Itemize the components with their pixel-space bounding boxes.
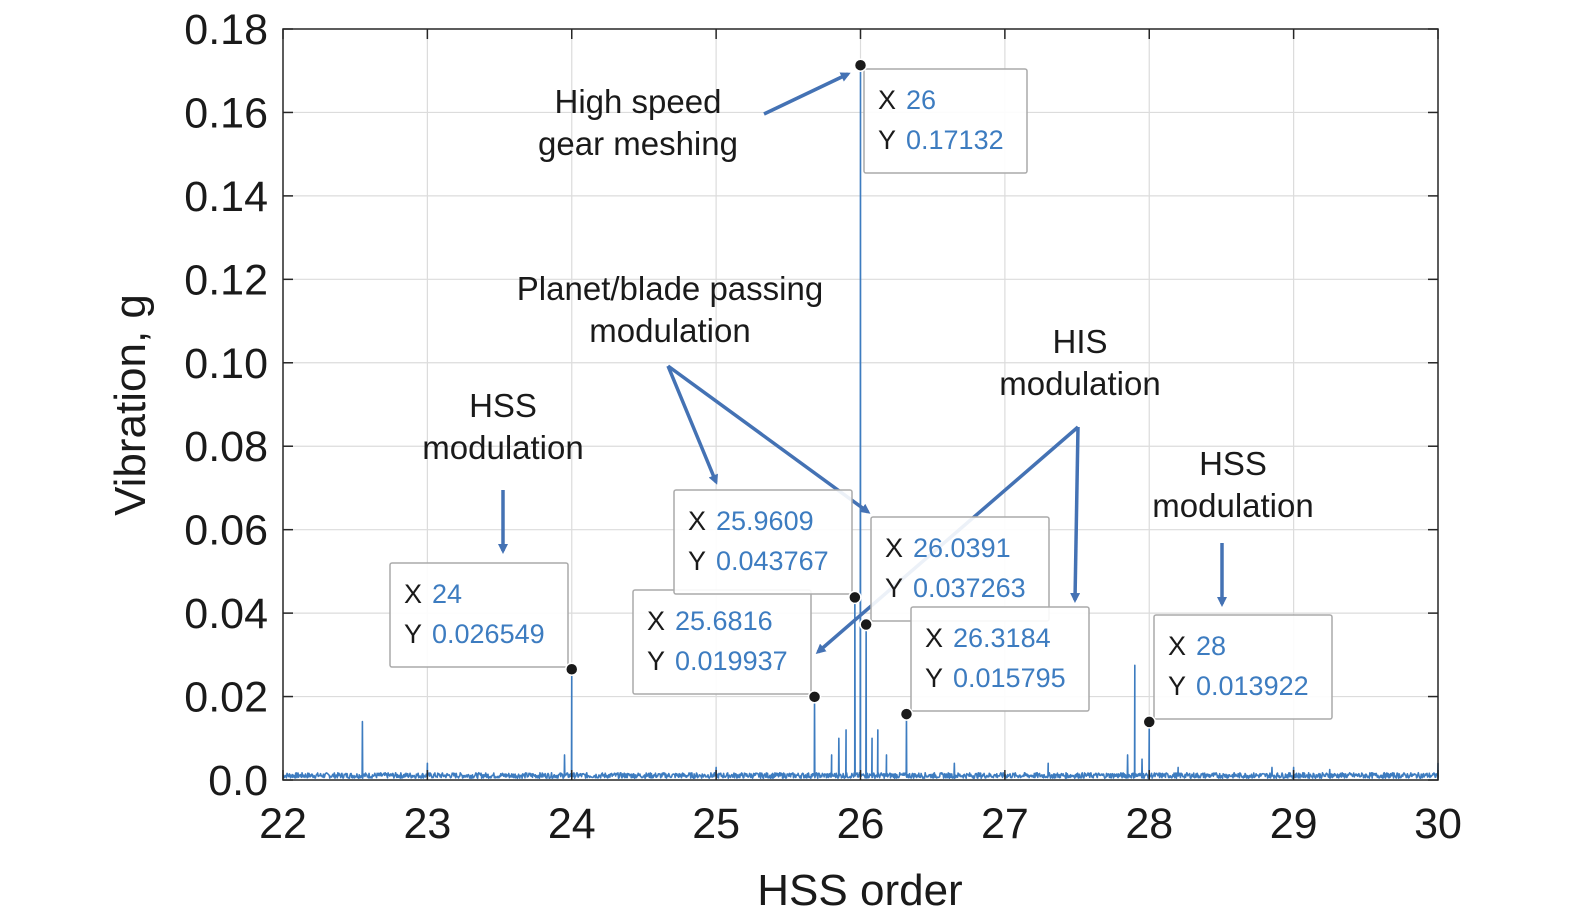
datatip-y-key: Y	[885, 573, 903, 603]
y-tick-label: 0.10	[184, 340, 268, 388]
annotation-label: Planet/blade passing	[517, 270, 823, 307]
datatip-x-value: 25.6816	[675, 606, 773, 636]
x-tick-label: 25	[692, 800, 740, 848]
annotation-label: High speed	[555, 83, 722, 120]
datatip-marker	[848, 590, 862, 605]
datatip-marker	[853, 58, 868, 72]
datatip-y-key: Y	[1168, 671, 1186, 701]
datatip-y-value: 0.043767	[716, 546, 829, 576]
datatip-x-value: 26.3184	[953, 623, 1051, 653]
datatip-y-value: 0.015795	[953, 663, 1066, 693]
datatip-x-value: 26	[906, 85, 936, 115]
annotation-label: HSS	[1199, 445, 1267, 482]
annotation-label: modulation	[589, 312, 750, 349]
y-tick-label: 0.06	[184, 507, 268, 555]
datatip-x-key: X	[885, 533, 903, 563]
annotation-label: HSS	[469, 387, 537, 424]
annotation-label: HIS	[1052, 323, 1107, 360]
y-tick-label: 0.0	[208, 757, 268, 805]
datatip-x-key: X	[688, 506, 706, 536]
x-tick-label: 22	[259, 800, 307, 848]
datatip-marker	[899, 707, 914, 721]
y-tick-label: 0.02	[184, 674, 268, 722]
datatip-x-key: X	[878, 85, 896, 115]
x-axis-title: HSS order	[757, 866, 962, 915]
y-tick-label: 0.18	[184, 6, 268, 54]
annotation-arrow	[763, 72, 851, 116]
datatip-y-key: Y	[878, 125, 896, 155]
datatip-y-value: 0.037263	[913, 573, 1026, 603]
axis-ticks: 22 23 24 25 26 27 28 29 30 0.0 0.02 0.04 0.06 0.08 0.1…	[184, 6, 1462, 848]
datatip-x-key: X	[1168, 631, 1186, 661]
annotation-arrow	[666, 364, 871, 514]
x-tick-label: 27	[981, 800, 1029, 848]
x-tick-label: 26	[837, 800, 885, 848]
datatip-marker	[807, 690, 822, 704]
datatip-y-value: 0.026549	[432, 619, 545, 649]
datatip-x-value: 24	[432, 579, 462, 609]
datatip-y-key: Y	[688, 546, 706, 576]
datatip-box	[863, 68, 1028, 174]
annotation-label: modulation	[1152, 487, 1313, 524]
annotation-arrow	[666, 365, 718, 485]
datatip-x-key: X	[925, 623, 943, 653]
y-tick-label: 0.16	[184, 89, 268, 137]
datatip-x-value: 26.0391	[913, 533, 1011, 563]
datatip-y-key: Y	[647, 646, 665, 676]
datatip-box	[910, 606, 1090, 712]
datatip-x-value: 25.9609	[716, 506, 814, 536]
datatip-y-key: Y	[404, 619, 422, 649]
annotation-label: modulation	[422, 429, 583, 466]
datatip-marker	[859, 617, 873, 632]
datatip-y-value: 0.17132	[906, 125, 1004, 155]
y-tick-label: 0.14	[184, 173, 268, 221]
annotation-label: gear meshing	[538, 125, 738, 162]
datatip-y-value: 0.013922	[1196, 671, 1309, 701]
y-tick-label: 0.08	[184, 423, 268, 471]
datatip-marker	[1142, 715, 1156, 729]
x-tick-label: 28	[1125, 800, 1173, 848]
datatip-box	[1153, 614, 1333, 720]
y-tick-label: 0.04	[184, 590, 268, 638]
datatip-box	[389, 562, 569, 668]
datatip-y-value: 0.019937	[675, 646, 788, 676]
spectrum-line	[282, 64, 1440, 780]
datatip-x-key: X	[647, 606, 665, 636]
y-tick-label: 0.12	[184, 256, 268, 304]
datatip-box	[673, 489, 853, 595]
datatip-y-key: Y	[925, 663, 943, 693]
datatip-marker	[565, 662, 579, 676]
x-tick-label: 29	[1270, 800, 1318, 848]
x-tick-label: 23	[403, 800, 451, 848]
datatip-x-value: 28	[1196, 631, 1226, 661]
y-axis-title: Vibration, g	[106, 294, 155, 516]
spectrum-series	[282, 64, 1440, 780]
datatip-x-key: X	[404, 579, 422, 609]
x-tick-label: 24	[548, 800, 596, 848]
annotation-label: modulation	[999, 365, 1160, 402]
x-tick-label: 30	[1414, 800, 1462, 848]
annotation-arrow	[1070, 426, 1081, 603]
